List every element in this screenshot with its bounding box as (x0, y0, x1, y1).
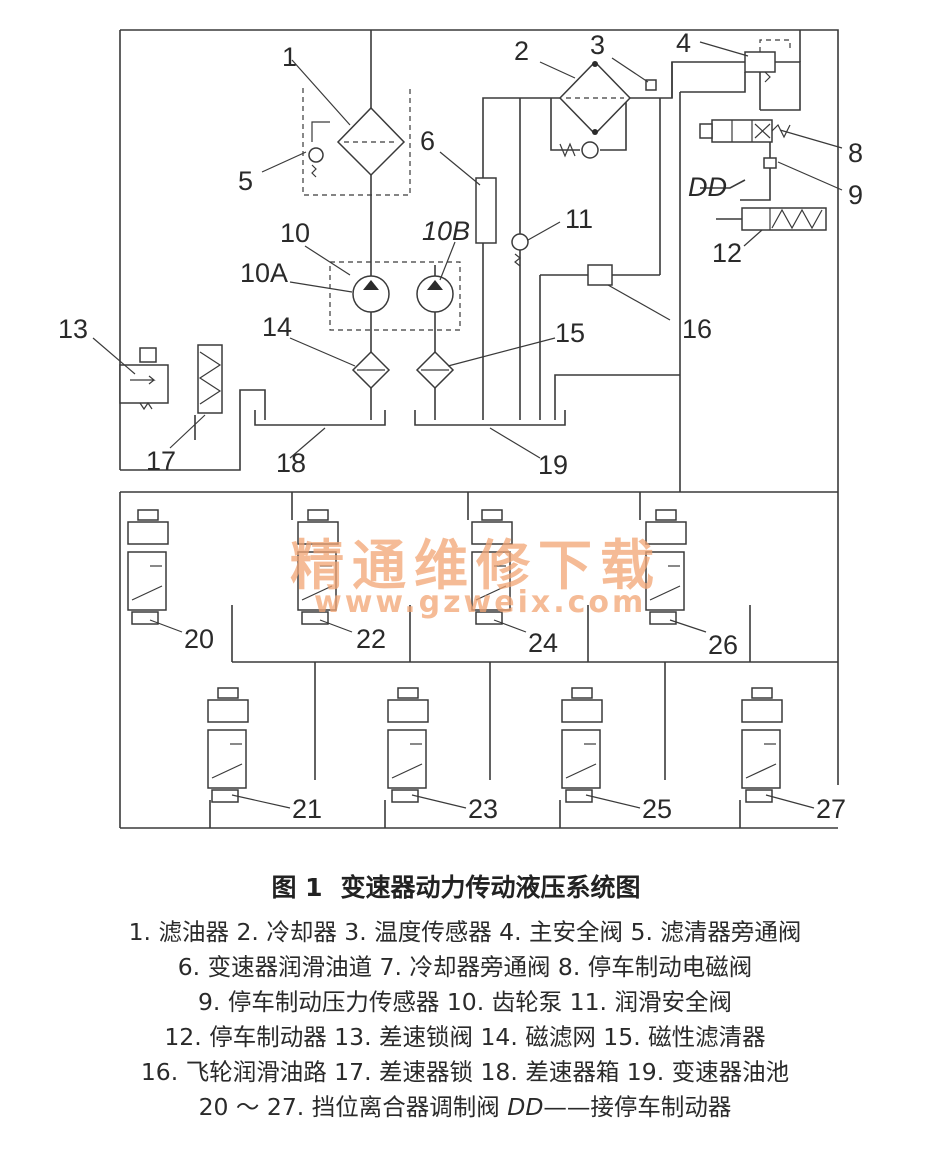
label-20: 20 (184, 624, 214, 654)
clutch-valve-20 (127, 509, 169, 625)
label-10: 10 (280, 218, 310, 248)
label-9: 9 (848, 180, 863, 210)
legend-line-6-prefix: 20 ～ 27. 挡位离合器调制阀 (198, 1093, 508, 1121)
label-25: 25 (642, 794, 672, 824)
main-safety-valve-4 (744, 39, 791, 83)
label-10a: 10A (240, 258, 288, 288)
watermark-text: 精通维修下载 (290, 534, 662, 597)
label-19: 19 (538, 450, 568, 480)
tanks (254, 410, 566, 426)
label-18: 18 (276, 448, 306, 478)
flywheel-lube-16 (587, 264, 613, 286)
legend-line-2: 6. 变速器润滑油道 7. 冷却器旁通阀 8. 停车制动电磁阀 (177, 953, 753, 981)
cooler-2 (558, 60, 632, 159)
lube-gallery-6 (475, 177, 497, 244)
park-brake-solenoid-8 (699, 119, 791, 143)
label-16: 16 (682, 314, 712, 344)
component-labels: 1 2 3 4 5 6 8 9 DD 10 10A 10B 11 12 13 1… (58, 28, 863, 824)
figure-title: 图 1 变速器动力传动液压系统图 (0, 868, 930, 904)
label-4: 4 (676, 28, 691, 58)
label-10b: 10B (422, 216, 470, 246)
label-8: 8 (848, 138, 863, 168)
label-26: 26 (708, 630, 738, 660)
clutch-valve-21 (207, 687, 249, 803)
hydraulic-system-diagram: 1 2 3 4 5 6 8 9 DD 10 10A 10B 11 12 13 1… (58, 28, 863, 829)
leader-lines (92, 41, 843, 809)
watermark-url: www.gzweix.com (314, 585, 646, 620)
clutch-valve-26 (645, 509, 687, 625)
label-24: 24 (528, 628, 558, 658)
label-2: 2 (514, 36, 529, 66)
upper-piping (119, 29, 839, 492)
park-brake-pressure-sensor-9 (763, 157, 777, 169)
legend-line-6-dd: DD (507, 1093, 544, 1121)
legend-line-6-suffix: ——接停车制动器 (543, 1093, 732, 1121)
legend-line-1: 1. 滤油器 2. 冷却器 3. 温度传感器 4. 主安全阀 5. 滤清器旁通阀 (128, 918, 802, 946)
figure-number: 图 1 (271, 873, 323, 902)
label-11: 11 (565, 204, 593, 234)
diff-lock-valve-13 (119, 347, 169, 411)
label-23: 23 (468, 794, 498, 824)
label-12: 12 (712, 238, 742, 268)
label-13: 13 (58, 314, 88, 344)
figure-title-text: 变速器动力传动液压系统图 (340, 873, 641, 902)
lube-safety-valve-11 (511, 233, 529, 267)
label-22: 22 (356, 624, 386, 654)
clutch-valve-23 (387, 687, 429, 803)
label-6: 6 (420, 126, 435, 156)
label-14: 14 (262, 312, 292, 342)
park-brake-12 (716, 207, 827, 231)
label-15: 15 (555, 318, 585, 348)
temp-sensor-3 (645, 79, 657, 91)
label-17: 17 (146, 446, 176, 476)
legend-line-5: 16. 飞轮润滑油路 17. 差速器锁 18. 差速器箱 19. 变速器油池 (140, 1058, 790, 1086)
legend-line-6: 20 ～ 27. 挡位离合器调制阀 DD——接停车制动器 (0, 1090, 930, 1125)
clutch-valve-27 (741, 687, 783, 803)
gear-pump-10 (329, 261, 461, 331)
clutch-valve-25 (561, 687, 603, 803)
label-27: 27 (816, 794, 846, 824)
oil-filter-1 (302, 88, 411, 196)
magnetic-filters-14-15 (351, 350, 455, 390)
watermark: 精通维修下载 www.gzweix.com (290, 534, 662, 620)
label-5: 5 (238, 166, 253, 196)
label-1: 1 (282, 42, 297, 72)
label-dd: DD (688, 172, 727, 202)
legend-line-4: 12. 停车制动器 13. 差速锁阀 14. 磁滤网 15. 磁性滤清器 (164, 1023, 766, 1051)
clutch-manifold-piping (119, 491, 839, 829)
legend-line-3: 9. 停车制动压力传感器 10. 齿轮泵 11. 润滑安全阀 (197, 988, 733, 1016)
label-21: 21 (292, 794, 322, 824)
legend: 1. 滤油器 2. 冷却器 3. 温度传感器 4. 主安全阀 5. 滤清器旁通阀… (0, 915, 930, 1125)
diff-lock-17 (197, 344, 223, 414)
label-3: 3 (590, 30, 605, 60)
